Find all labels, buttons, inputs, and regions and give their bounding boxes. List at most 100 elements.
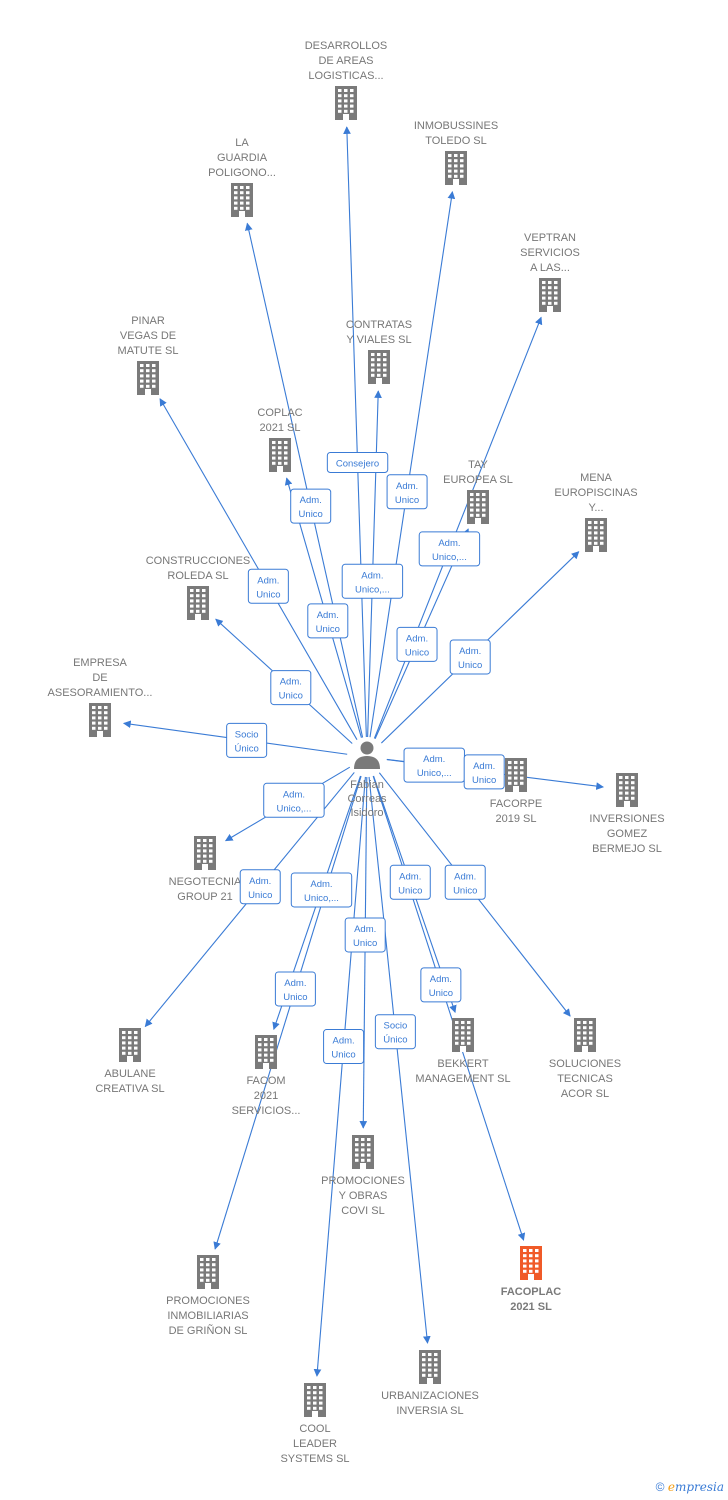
- edge-badge-text: Unico,...: [355, 584, 390, 595]
- edge-badge-cool-leader[interactable]: Adm. Unico: [323, 1029, 365, 1065]
- edge-badge-text: Adm.: [438, 538, 460, 549]
- company-label: ASESORAMIENTO...: [48, 687, 153, 699]
- edge-badge-text: Unico,...: [432, 552, 467, 563]
- building-icon: [520, 1246, 542, 1280]
- edge-badge-bekkert[interactable]: Adm.Unico: [389, 864, 431, 900]
- edge-badge-mena[interactable]: Adm.Unico: [449, 639, 491, 675]
- company-label: GUARDIA: [217, 152, 268, 164]
- edge-badge-text: Socio: [383, 1021, 407, 1032]
- company-label: COOL: [299, 1423, 330, 1435]
- building-icon: [539, 278, 561, 312]
- company-label: TECNICAS: [557, 1073, 613, 1085]
- edge-badge-la-guardia[interactable]: Adm.Unico: [290, 488, 332, 524]
- building-icon: [585, 518, 607, 552]
- company-label: PROMOCIONES: [321, 1175, 405, 1187]
- edge-badge-veptran[interactable]: Adm. Unico,...: [418, 531, 481, 567]
- edge-badge-negotecnia[interactable]: Adm.Unico,...: [263, 782, 325, 818]
- company-label: LEADER: [293, 1438, 337, 1450]
- edge-badge-inversiones[interactable]: Adm.Unico: [463, 754, 505, 790]
- edge-badge-text: Adm.: [283, 789, 305, 800]
- company-label: PINAR: [131, 315, 165, 327]
- edge-badge-tay[interactable]: Adm.Unico: [396, 626, 438, 662]
- edge-badge-text: Unico: [398, 885, 422, 896]
- building-icon: [89, 703, 111, 737]
- edge-badge-desarrollos[interactable]: Consejero: [326, 452, 389, 474]
- edge-facoplac: [372, 775, 526, 1241]
- edge-badge-text: Consejero: [336, 459, 379, 470]
- building-icon: [304, 1383, 326, 1417]
- edge-badge-soluciones[interactable]: Adm.Unico: [444, 864, 486, 900]
- edge-badge-facorpe[interactable]: Adm.Unico,...: [403, 747, 465, 783]
- edge-badge-text: Adm.: [396, 481, 418, 492]
- edge-badge-text: Adm.: [257, 575, 279, 586]
- company-node-mena[interactable]: MENAEUROPISCINASY...: [554, 472, 638, 552]
- building-icon: [574, 1018, 596, 1052]
- edge-badge-promociones-grinon[interactable]: Adm.Unico: [274, 971, 316, 1007]
- copyright-symbol: ©: [655, 1480, 665, 1494]
- person-name-label: Isidoro: [350, 807, 383, 819]
- edge-badge-text: Adm.: [354, 924, 376, 935]
- edge-badge-coplac[interactable]: Adm.Unico: [307, 603, 349, 639]
- building-icon: [467, 490, 489, 524]
- company-node-facom[interactable]: FACOM2021SERVICIOS...: [232, 1035, 301, 1117]
- edge-badge-inmobussines[interactable]: Adm. Unico: [386, 474, 428, 510]
- edge-badge-text: Adm.: [361, 570, 383, 581]
- company-label: SYSTEMS SL: [280, 1453, 349, 1465]
- company-label: CONTRATAS: [346, 319, 412, 331]
- edge-badge-text: Adm.: [317, 610, 339, 621]
- edge-badge-text: Único: [383, 1035, 407, 1046]
- company-node-cool-leader[interactable]: COOL LEADER SYSTEMS SL: [280, 1383, 350, 1465]
- company-label: BERMEJO SL: [592, 843, 662, 855]
- company-label: MATUTE SL: [118, 345, 179, 357]
- edge-badge-facoplac[interactable]: Adm.Unico: [420, 967, 462, 1003]
- company-label: DE AREAS: [318, 55, 373, 67]
- building-icon: [187, 586, 209, 620]
- edge-badge-text: Unico,...: [304, 893, 339, 904]
- company-label: ACOR SL: [561, 1088, 609, 1100]
- badges-layer: ConsejeroAdm.UnicoAdm.UnicoAdm.Unico,...…: [226, 452, 505, 1065]
- company-label: VEPTRAN: [524, 232, 576, 244]
- company-label: COPLAC: [257, 407, 302, 419]
- company-node-soluciones[interactable]: SOLUCIONES TECNICAS ACOR SL: [549, 1018, 621, 1100]
- edge-badge-promociones-covi[interactable]: Adm.Unico: [344, 917, 386, 953]
- edge-veptran: [373, 316, 543, 739]
- edge-badge-pinar[interactable]: Adm.Unico: [247, 568, 289, 604]
- edge-badge-abulane[interactable]: Adm.Unico: [239, 869, 281, 905]
- edge-badge-text: Unico: [395, 495, 419, 506]
- company-label: FACOM: [246, 1075, 285, 1087]
- edge-badge-contratas[interactable]: Adm. Unico,...: [341, 563, 404, 599]
- edge-badge-facom[interactable]: Adm.Unico,...: [290, 872, 353, 908]
- company-label: SOLUCIONES: [549, 1058, 621, 1070]
- edge-badge-construcciones[interactable]: Adm.Unico: [270, 670, 312, 706]
- footer-brand[interactable]: © empresia: [656, 1480, 724, 1494]
- company-label: TOLEDO SL: [425, 135, 487, 147]
- edge-badge-text: Adm.: [430, 974, 452, 985]
- company-label: FACOPLAC: [501, 1286, 562, 1298]
- company-label: VEGAS DE: [120, 330, 176, 342]
- company-node-empresa[interactable]: EMPRESADEASESORAMIENTO...: [48, 657, 153, 737]
- company-node-pinar[interactable]: PINAR VEGAS DE MATUTE SL: [118, 315, 179, 395]
- company-node-la-guardia[interactable]: LAGUARDIAPOLIGONO...: [208, 137, 276, 217]
- edge-badge-text: Adm.: [332, 1036, 354, 1047]
- edge-badge-text: Unico: [331, 1050, 355, 1061]
